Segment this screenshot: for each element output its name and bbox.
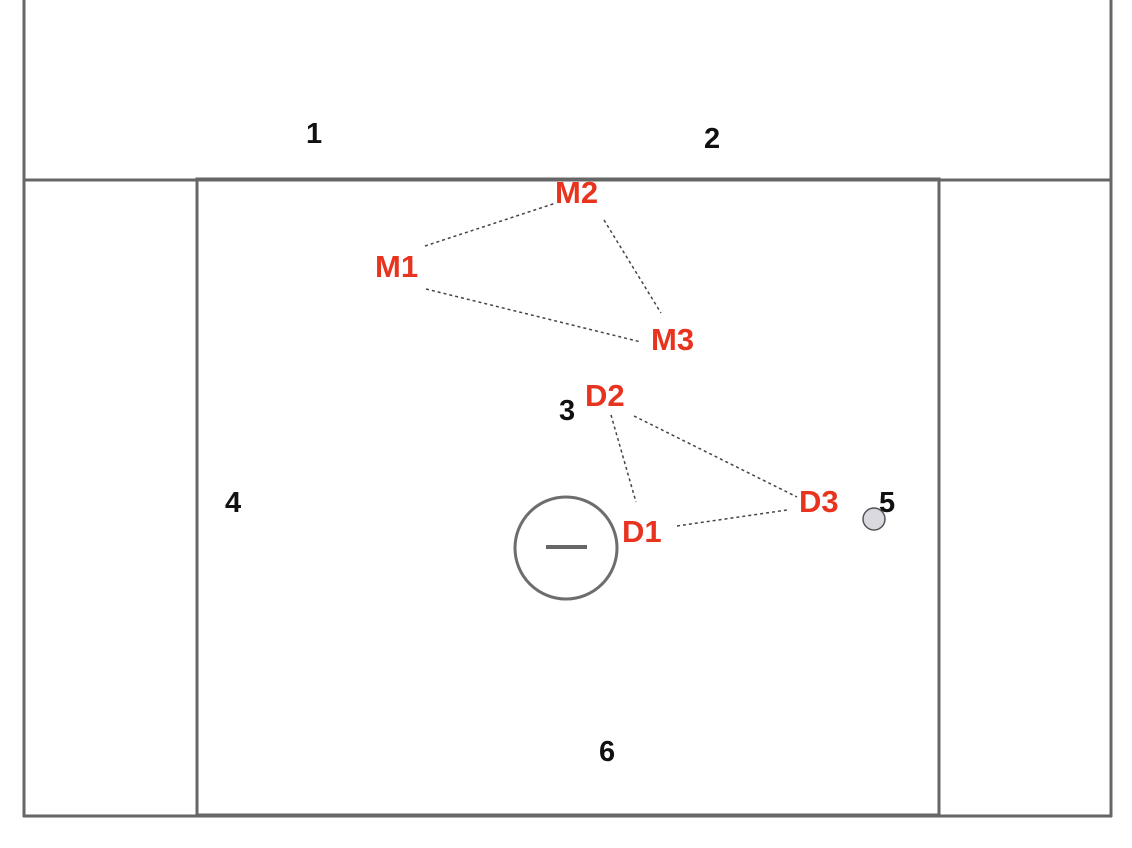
position-4: 4 [225, 487, 241, 519]
link-d1-d3 [676, 509, 788, 527]
ball-icon [862, 507, 886, 531]
player-d3: D3 [799, 484, 839, 519]
link-m2-m3 [603, 219, 662, 314]
goal-crease-icon [513, 495, 619, 601]
link-m1-m2 [424, 202, 557, 247]
position-2: 2 [704, 123, 720, 155]
player-d2: D2 [585, 378, 625, 413]
position-numbers: 1 2 3 4 5 6 [225, 118, 895, 768]
link-d2-d3 [633, 415, 798, 498]
player-m3: M3 [651, 322, 694, 357]
player-connections [424, 202, 798, 527]
crease-circle [513, 495, 619, 601]
link-d2-d1 [610, 414, 637, 503]
player-d1: D1 [622, 514, 662, 549]
position-1: 1 [306, 118, 322, 150]
position-6: 6 [599, 736, 615, 768]
player-labels: M1 M2 M3 D1 D2 D3 [375, 175, 839, 549]
defensive-box [195, 177, 941, 817]
link-m1-m3 [425, 288, 642, 343]
position-5: 5 [879, 487, 895, 519]
player-m2: M2 [555, 175, 598, 210]
player-m1: M1 [375, 249, 418, 284]
position-3: 3 [559, 395, 575, 427]
field-lines [22, 0, 1113, 818]
